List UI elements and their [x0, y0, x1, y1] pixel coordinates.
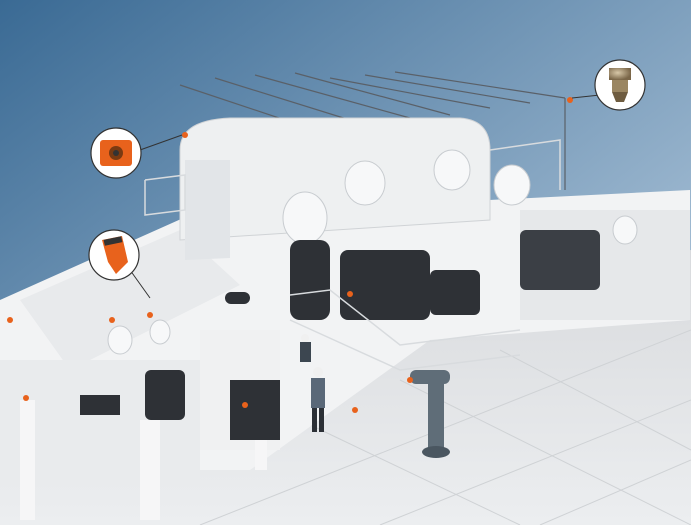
suction-pipe: [410, 370, 450, 458]
overhead-spray-pipes: [179, 71, 566, 190]
callout-nozzle[interactable]: [88, 229, 151, 299]
orange-markers: [7, 97, 573, 413]
drive-motors: [80, 230, 600, 440]
callout-valve-block[interactable]: [90, 127, 183, 179]
exhaust-ducts: [107, 149, 638, 355]
brass-nozzle-icon: [609, 68, 631, 102]
railings: [144, 139, 561, 371]
floor-tiles: [199, 329, 691, 525]
orange-nozzle-icon: [102, 236, 128, 274]
orange-valve-block-icon: [100, 140, 132, 166]
callout-brass-nozzle[interactable]: [571, 59, 646, 111]
operators: [300, 334, 325, 432]
